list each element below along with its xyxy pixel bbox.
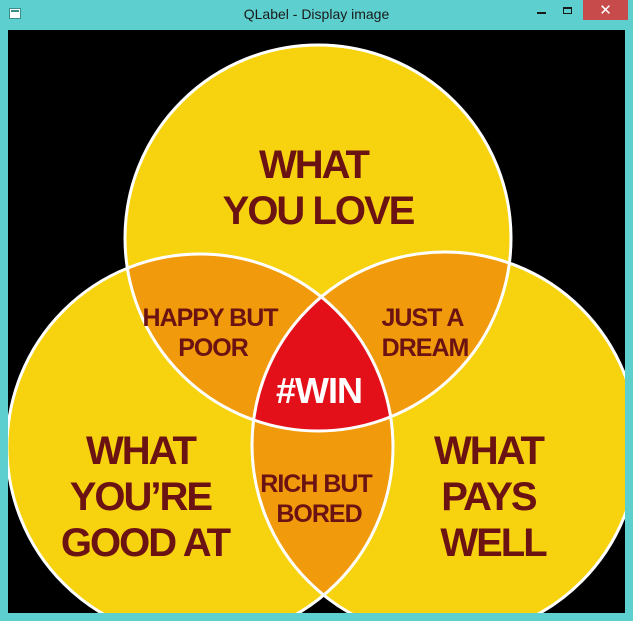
maximize-icon — [562, 6, 572, 14]
venn-outlines — [8, 43, 625, 613]
minimize-button[interactable] — [528, 0, 554, 20]
minimize-icon — [536, 12, 546, 14]
app-icon — [9, 8, 21, 19]
label-what-pays-well: WHAT PAYS WELL — [434, 429, 552, 565]
label-happy-but-poor: HAPPY BUT POOR — [143, 304, 284, 362]
outline-good — [8, 252, 395, 613]
venn-diagram: WHAT YOU LOVE WHAT YOU’RE GOOD AT WHAT P… — [8, 30, 625, 613]
overlap-center — [252, 254, 393, 431]
label-rich-but-bored: RICH BUT BORED — [260, 470, 377, 528]
outline-love — [123, 43, 513, 433]
venn-center-region — [252, 254, 393, 431]
label-just-a-dream: JUST A DREAM — [381, 304, 468, 362]
window-title: QLabel - Display image — [243, 6, 390, 22]
image-display-area: WHAT YOU LOVE WHAT YOU’RE GOOD AT WHAT P… — [8, 30, 625, 613]
label-what-you-love: WHAT YOU LOVE — [223, 143, 415, 233]
maximize-button[interactable] — [554, 0, 580, 20]
title-bar[interactable]: QLabel - Display image ✕ — [0, 0, 633, 30]
label-win: #WIN — [276, 370, 362, 411]
close-icon: ✕ — [599, 1, 612, 19]
close-button[interactable]: ✕ — [583, 0, 628, 20]
label-what-youre-good-at: WHAT YOU’RE GOOD AT — [61, 429, 231, 565]
outline-pays — [250, 250, 625, 613]
